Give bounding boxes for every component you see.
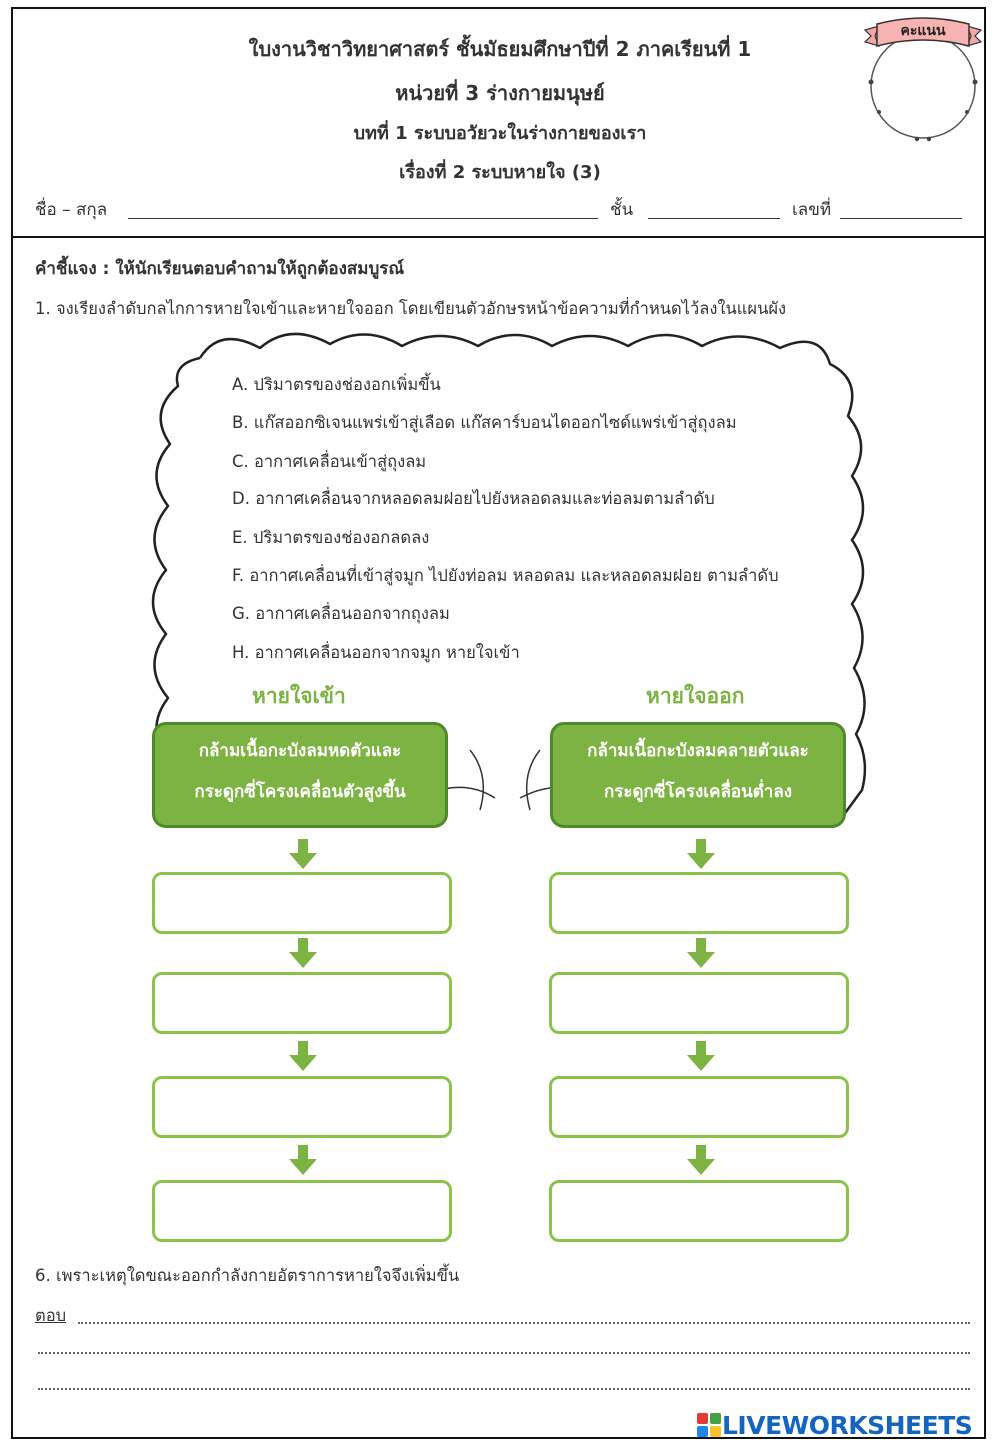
down-arrow-icon	[687, 1041, 715, 1071]
chapter-title: บทที่ 1 ระบบอวัยวะในร่างกายของเรา	[353, 123, 647, 144]
page-frame	[11, 7, 986, 1439]
statement-f: F. อากาศเคลื่อนที่เข้าสู่จมูก ไปยังท่อลม…	[232, 566, 779, 585]
inhale-answer-box-4[interactable]	[152, 1180, 452, 1242]
inhale-answer-box-1[interactable]	[152, 872, 452, 934]
statement-g: G. อากาศเคลื่อนออกจากถุงลม	[232, 604, 450, 623]
down-arrow-icon	[289, 1041, 317, 1071]
liveworksheets-logo-icon	[697, 1413, 721, 1437]
answer-label: ตอบ	[35, 1306, 67, 1325]
name-field[interactable]	[128, 218, 598, 219]
inhale-answer-box-2[interactable]	[152, 972, 452, 1034]
class-field[interactable]	[648, 218, 780, 219]
liveworksheets-logo-text: LIVEWORKSHEETS	[722, 1410, 973, 1440]
down-arrow-icon	[289, 839, 317, 869]
score-circle	[870, 33, 976, 139]
inhale-start-line1: กล้ามเนื้อกะบังลมหดตัวและ	[198, 741, 402, 761]
exhale-answer-box-4[interactable]	[549, 1180, 849, 1242]
statement-a: A. ปริมาตรของช่องอกเพิ่มขึ้น	[232, 375, 441, 394]
header-divider	[11, 236, 986, 238]
inhale-start-box: กล้ามเนื้อกะบังลมหดตัวและ กระดูกซี่โครงเ…	[152, 722, 448, 828]
inhale-heading: หายใจเข้า	[252, 684, 346, 708]
instructions: คำชี้แจง : ให้นักเรียนตอบคำถามให้ถูกต้อง…	[35, 259, 405, 279]
exhale-answer-box-1[interactable]	[549, 872, 849, 934]
answer-line-3[interactable]	[38, 1388, 970, 1390]
worksheet-title: ใบงานวิชาวิทยาศาสตร์ ชั้นมัธยมศึกษาปีที่…	[248, 37, 752, 61]
down-arrow-icon	[687, 1145, 715, 1175]
number-label: เลขที่	[792, 200, 832, 220]
statement-b: B. แก๊สออกซิเจนแพร่เข้าสู่เลือด แก๊สคาร์…	[232, 413, 737, 432]
score-badge: คะแนน	[863, 17, 983, 142]
down-arrow-icon	[289, 1145, 317, 1175]
answer-line-2[interactable]	[38, 1352, 970, 1354]
question-6: 6. เพราะเหตุใดขณะออกกำลังกายอัตราการหายใ…	[35, 1266, 460, 1285]
statement-d: D. อากาศเคลื่อนจากหลอดลมฝอยไปยังหลอดลมแล…	[232, 489, 715, 508]
exhale-start-line1: กล้ามเนื้อกะบังลมคลายตัวและ	[587, 741, 809, 761]
statement-h: H. อากาศเคลื่อนออกจากจมูก หายใจเข้า	[232, 643, 520, 662]
topic-title: เรื่องที่ 2 ระบบหายใจ (3)	[399, 162, 601, 183]
name-label: ชื่อ – สกุล	[35, 200, 108, 220]
score-ribbon	[876, 17, 970, 47]
inhale-answer-box-3[interactable]	[152, 1076, 452, 1138]
score-label: คะแนน	[900, 23, 945, 39]
number-field[interactable]	[840, 218, 962, 219]
question-1: 1. จงเรียงลำดับกลไกการหายใจเข้าและหายใจอ…	[35, 299, 787, 318]
unit-title: หน่วยที่ 3 ร่างกายมนุษย์	[395, 81, 605, 105]
exhale-answer-box-2[interactable]	[549, 972, 849, 1034]
statement-e: E. ปริมาตรของช่องอกลดลง	[232, 528, 430, 547]
class-label: ชั้น	[610, 200, 634, 220]
exhale-answer-box-3[interactable]	[549, 1076, 849, 1138]
down-arrow-icon	[687, 938, 715, 968]
exhale-heading: หายใจออก	[646, 684, 745, 708]
inhale-start-line2: กระดูกซี่โครงเคลื่อนตัวสูงขึ้น	[194, 782, 406, 802]
answer-line-1[interactable]	[78, 1322, 970, 1324]
exhale-start-box: กล้ามเนื้อกะบังลมคลายตัวและ กระดูกซี่โคร…	[550, 722, 846, 828]
lungs-sketch	[439, 749, 581, 811]
statement-c: C. อากาศเคลื่อนเข้าสู่ถุงลม	[232, 452, 427, 471]
exhale-start-line2: กระดูกซี่โครงเคลื่อนต่ำลง	[603, 782, 793, 802]
down-arrow-icon	[289, 938, 317, 968]
liveworksheets-logo: LIVEWORKSHEETS	[696, 1410, 973, 1440]
down-arrow-icon	[687, 839, 715, 869]
